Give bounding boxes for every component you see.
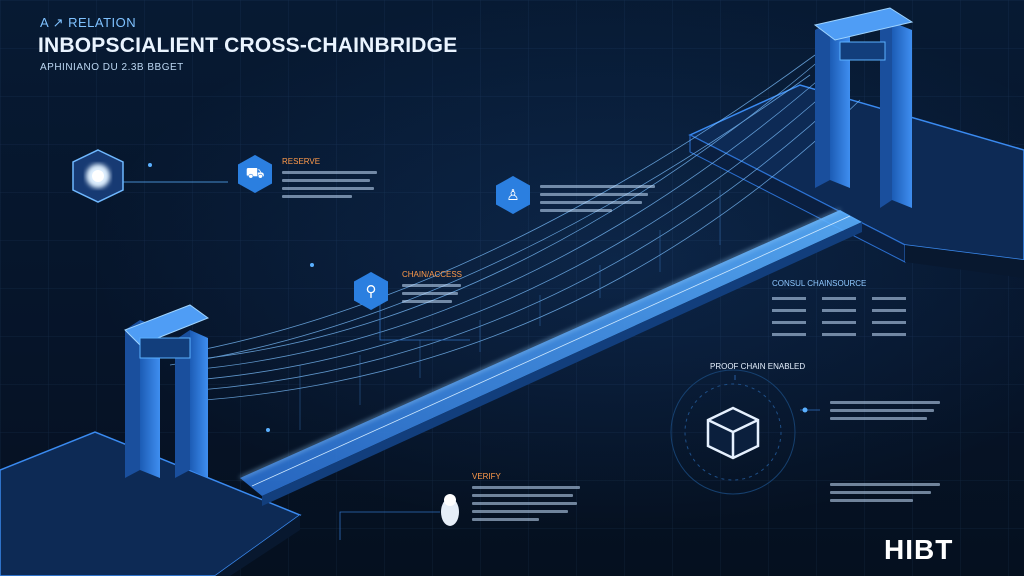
callout-text-lines <box>830 483 945 502</box>
callout-text-lines <box>282 171 382 198</box>
bridge-cables <box>169 54 861 401</box>
page-subtitle: APHINIANO DU 2.3B BBGET <box>40 62 184 73</box>
callout-heading: RESERVE <box>282 157 321 166</box>
callout-person <box>540 180 660 217</box>
consul-chainsource-table: CONSUL CHAINSOURCE <box>772 279 906 345</box>
callout-heading: CHAIN/ACCESS <box>402 270 463 279</box>
chain-logo-icon <box>670 369 796 495</box>
bridge-deck <box>239 209 862 506</box>
cube-icon <box>72 149 228 203</box>
callout-right-lower <box>830 478 945 507</box>
header-kicker: A ↗ RELATION <box>40 15 137 30</box>
callout-chain-access: CHAIN/ACCESS <box>402 270 464 308</box>
callout-text-lines <box>540 185 660 212</box>
callout-proof-chain: PROOF CHAIN ENABLED <box>710 362 810 375</box>
left-platform <box>0 431 302 576</box>
brand-logo: HIBT <box>884 534 954 565</box>
table-heading: CONSUL CHAINSOURCE <box>772 279 867 288</box>
right-tower <box>813 7 914 208</box>
page-title: INBOPSCIALIENT CROSS-CHAINBRIDGE <box>38 34 458 57</box>
left-tower <box>124 304 210 478</box>
callout-verify: VERIFY <box>472 472 584 526</box>
callout-text-lines <box>830 401 945 420</box>
bridge-hangers <box>299 190 721 430</box>
callout-text-lines <box>402 284 464 303</box>
node-figure-icon <box>441 494 459 526</box>
callout-reserve: RESERVE <box>282 157 382 203</box>
callout-right-upper <box>830 396 945 425</box>
callout-heading: VERIFY <box>472 472 501 481</box>
callout-heading: PROOF CHAIN ENABLED <box>710 362 806 371</box>
location-pin-icon: ⚲ <box>354 272 388 310</box>
callout-text-lines <box>472 486 584 521</box>
